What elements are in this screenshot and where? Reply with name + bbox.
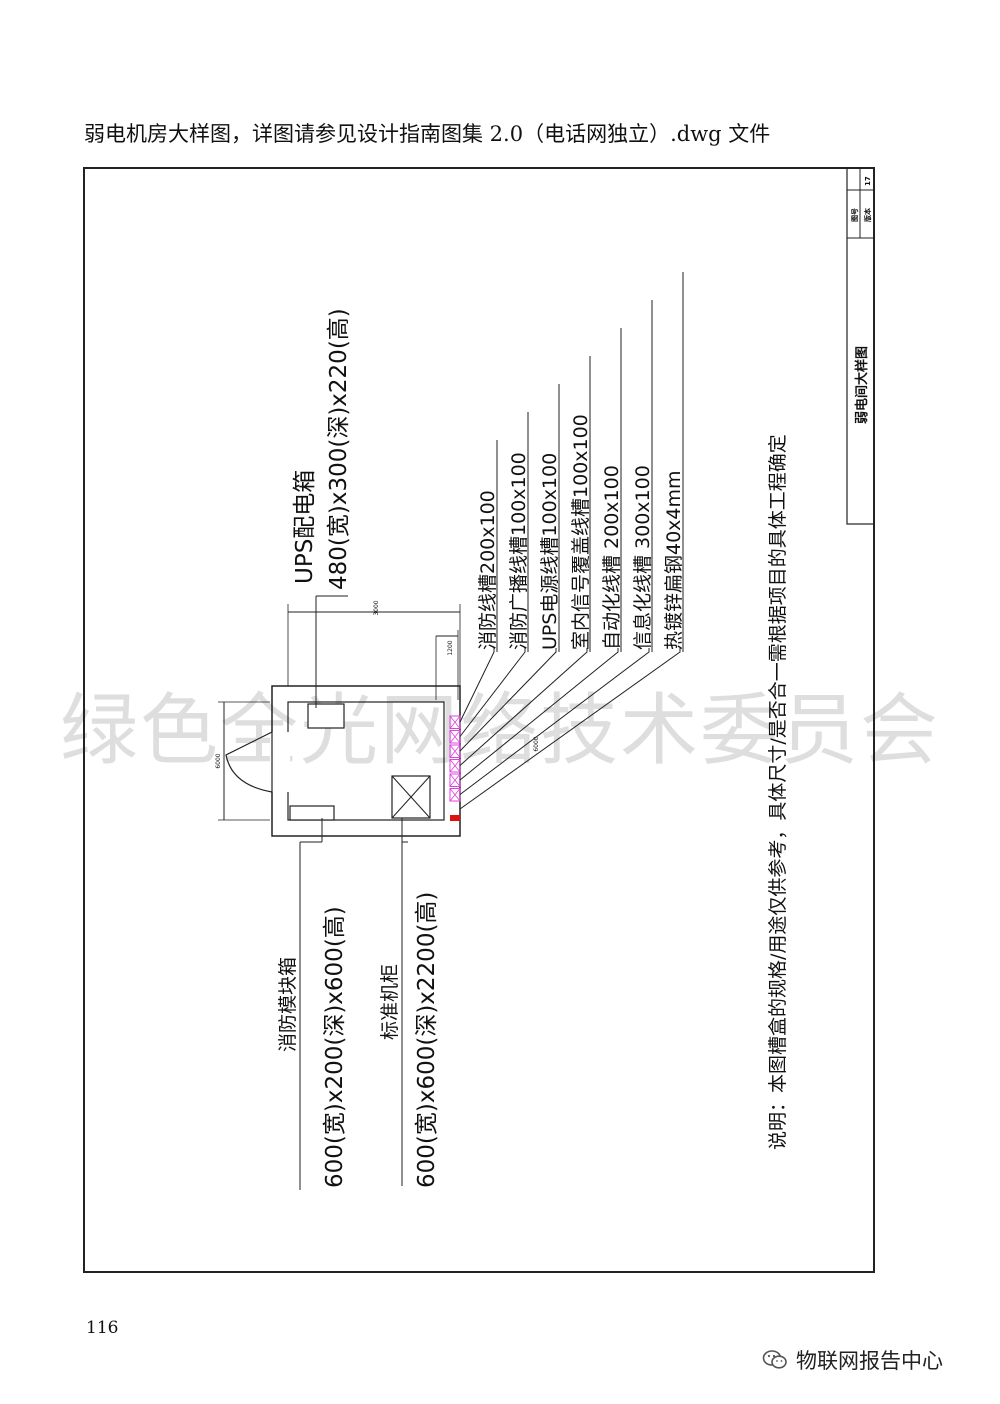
trunk-segment-cross bbox=[449, 744, 461, 758]
std-cabinet bbox=[391, 775, 431, 819]
ups-box-callout: UPS配电箱 480(宽)x300(深)x220(高) bbox=[292, 308, 352, 708]
std-cabinet-callout: 标准机柜 600(宽)x600(深)x2200(高) bbox=[379, 818, 440, 1188]
title-block-cell-b-label: 版本 bbox=[863, 208, 872, 222]
ups-box-size: 480(宽)x300(深)x220(高) bbox=[326, 308, 352, 590]
title-block: 图号 版本 17 弱电间大样图 bbox=[846, 167, 875, 525]
trunk-label: 热镀锌扁钢40x4mm bbox=[663, 470, 685, 650]
fire-module-box-size: 600(宽)x200(深)x600(高) bbox=[322, 906, 348, 1188]
trunk-label: 室内信号覆盖线槽100x100 bbox=[570, 414, 592, 650]
ground-bar bbox=[450, 815, 460, 821]
trunk-segment-cross bbox=[449, 773, 461, 787]
drawing-frame bbox=[83, 167, 875, 1273]
trunk-leader bbox=[459, 648, 650, 795]
drawing-title: 弱电间大样图 bbox=[854, 346, 870, 424]
page-number: 116 bbox=[86, 1318, 119, 1338]
ups-box-name: UPS配电箱 bbox=[292, 470, 318, 584]
trunk-segment bbox=[449, 715, 461, 729]
trunk-label: 消防广播线槽100x100 bbox=[508, 452, 530, 650]
dimension-room-depth-right: 6000 bbox=[533, 736, 540, 751]
trunk-leader bbox=[459, 648, 588, 766]
std-cabinet-name: 标准机柜 bbox=[379, 964, 401, 1040]
wechat-icon bbox=[762, 1350, 787, 1369]
trunk-segment bbox=[449, 788, 461, 802]
trunk-segment-cross bbox=[449, 730, 461, 744]
trunk-segment bbox=[449, 759, 461, 773]
trunk-segment-cross bbox=[449, 715, 461, 729]
title-block-cell-a-label: 图号 bbox=[850, 208, 859, 222]
trunk-leader bbox=[459, 648, 557, 752]
dimension-clearance: 1200 bbox=[435, 630, 459, 700]
fire-module-box bbox=[289, 805, 335, 821]
trunk-label: UPS电源线槽100x100 bbox=[539, 453, 561, 650]
trunk-leader bbox=[459, 648, 526, 737]
trunk-segment-cross bbox=[449, 788, 461, 802]
trunk-leader bbox=[459, 648, 495, 723]
title-block-cell-a-value: 17 bbox=[864, 176, 872, 186]
trunking-callouts: 消防线槽200x100 消防广播线槽100x100 UPS电源线槽100x100 室内… bbox=[459, 272, 685, 810]
trunk-leader bbox=[459, 648, 619, 781]
trunk-segment bbox=[449, 773, 461, 787]
trunk-segment bbox=[449, 744, 461, 758]
dimension-room-depth-left: 6000 bbox=[215, 701, 270, 821]
dimension-clearance-label: 1200 bbox=[447, 640, 454, 655]
dimension-room-depth-right-label: 6000 bbox=[533, 736, 540, 751]
trunk-label: 信息化线槽 300x100 bbox=[632, 465, 654, 650]
trunk-label: 消防线槽200x100 bbox=[477, 490, 499, 650]
caption: 弱电机房大样图，详图请参见设计指南图集 2.0（电话网独立）.dwg 文件 bbox=[84, 122, 771, 146]
note-text: 说明：本图槽盒的规格/用途仅供参考，具体尺寸/是否合一需根据项目的具体工程确定 bbox=[767, 434, 789, 1150]
fire-module-box-callout: 消防模块箱 600(宽)x200(深)x600(高) bbox=[277, 818, 348, 1190]
footer-brand: 物联网报告中心 bbox=[762, 1346, 943, 1374]
fire-module-box-name: 消防模块箱 bbox=[277, 957, 299, 1052]
dimension-room-depth-left-label: 6000 bbox=[215, 753, 222, 768]
trunk-label: 自动化线槽 200x100 bbox=[601, 465, 623, 650]
dimension-room-width: 3000 bbox=[287, 600, 461, 686]
std-cabinet-size: 600(宽)x600(深)x2200(高) bbox=[414, 892, 440, 1188]
trunking-stack bbox=[449, 715, 461, 802]
dimension-room-width-label: 3000 bbox=[373, 600, 380, 615]
footer-brand-text: 物联网报告中心 bbox=[796, 1349, 943, 1373]
trunk-segment-cross bbox=[449, 759, 461, 773]
trunk-leader bbox=[459, 648, 681, 810]
ups-box bbox=[307, 703, 345, 729]
trunk-segment bbox=[449, 730, 461, 744]
door bbox=[225, 731, 290, 793]
